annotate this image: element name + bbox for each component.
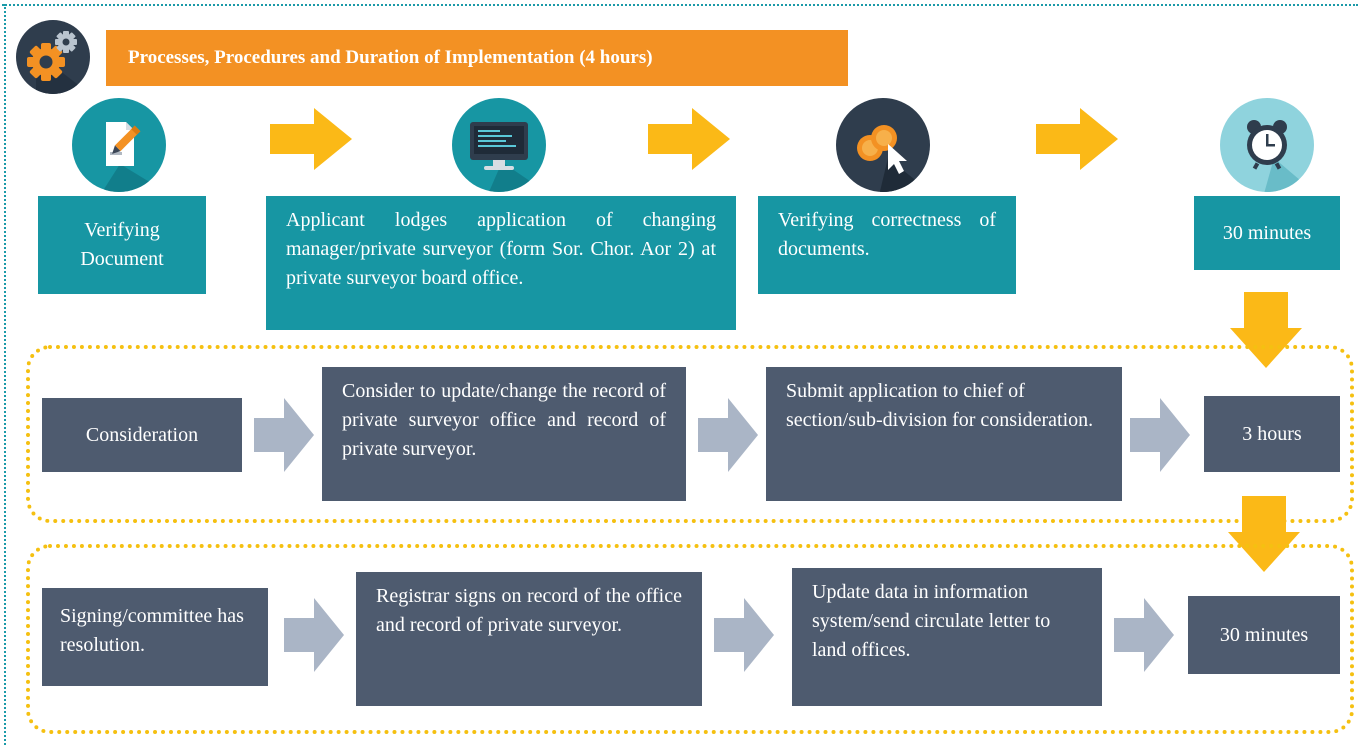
pen-document-icon <box>72 98 166 192</box>
coins-cursor-icon <box>836 98 930 192</box>
duration-row3: 30 minutes <box>1188 596 1340 674</box>
label-verifying-document: Verifying Document <box>38 196 206 294</box>
outer-frame-top <box>2 4 1358 6</box>
group-frame-signing <box>26 544 1354 734</box>
arrow-right-icon <box>714 598 774 672</box>
step-registrar-signs: Registrar signs on record of the office … <box>356 572 702 706</box>
arrow-right-icon <box>270 108 352 170</box>
step-verify-documents: Verifying correctness of documents. <box>758 196 1016 294</box>
arrow-right-icon <box>648 108 730 170</box>
duration-row1: 30 minutes <box>1194 196 1340 270</box>
step-lodge-application: Applicant lodges application of changing… <box>266 196 736 330</box>
arrow-right-icon <box>1036 108 1118 170</box>
label-signing-committee: Signing/committee has resolution. <box>42 588 268 686</box>
arrow-right-icon <box>254 398 314 472</box>
arrow-right-icon <box>284 598 344 672</box>
arrow-right-icon <box>698 398 758 472</box>
page-title: Processes, Procedures and Duration of Im… <box>106 30 848 86</box>
outer-frame-left <box>4 4 6 745</box>
duration-row2: 3 hours <box>1204 396 1340 472</box>
step-consider-update: Consider to update/change the record of … <box>322 367 686 501</box>
label-consideration: Consideration <box>42 398 242 472</box>
gear-icon <box>16 20 90 94</box>
step-submit-application: Submit application to chief of section/s… <box>766 367 1122 501</box>
step-update-data: Update data in information system/send c… <box>792 568 1102 706</box>
arrow-down-icon <box>1228 496 1300 572</box>
arrow-down-icon <box>1230 292 1302 368</box>
arrow-right-icon <box>1114 598 1174 672</box>
group-frame-consideration <box>26 345 1354 523</box>
alarm-clock-icon <box>1220 98 1314 192</box>
arrow-right-icon <box>1130 398 1190 472</box>
monitor-icon <box>452 98 546 192</box>
